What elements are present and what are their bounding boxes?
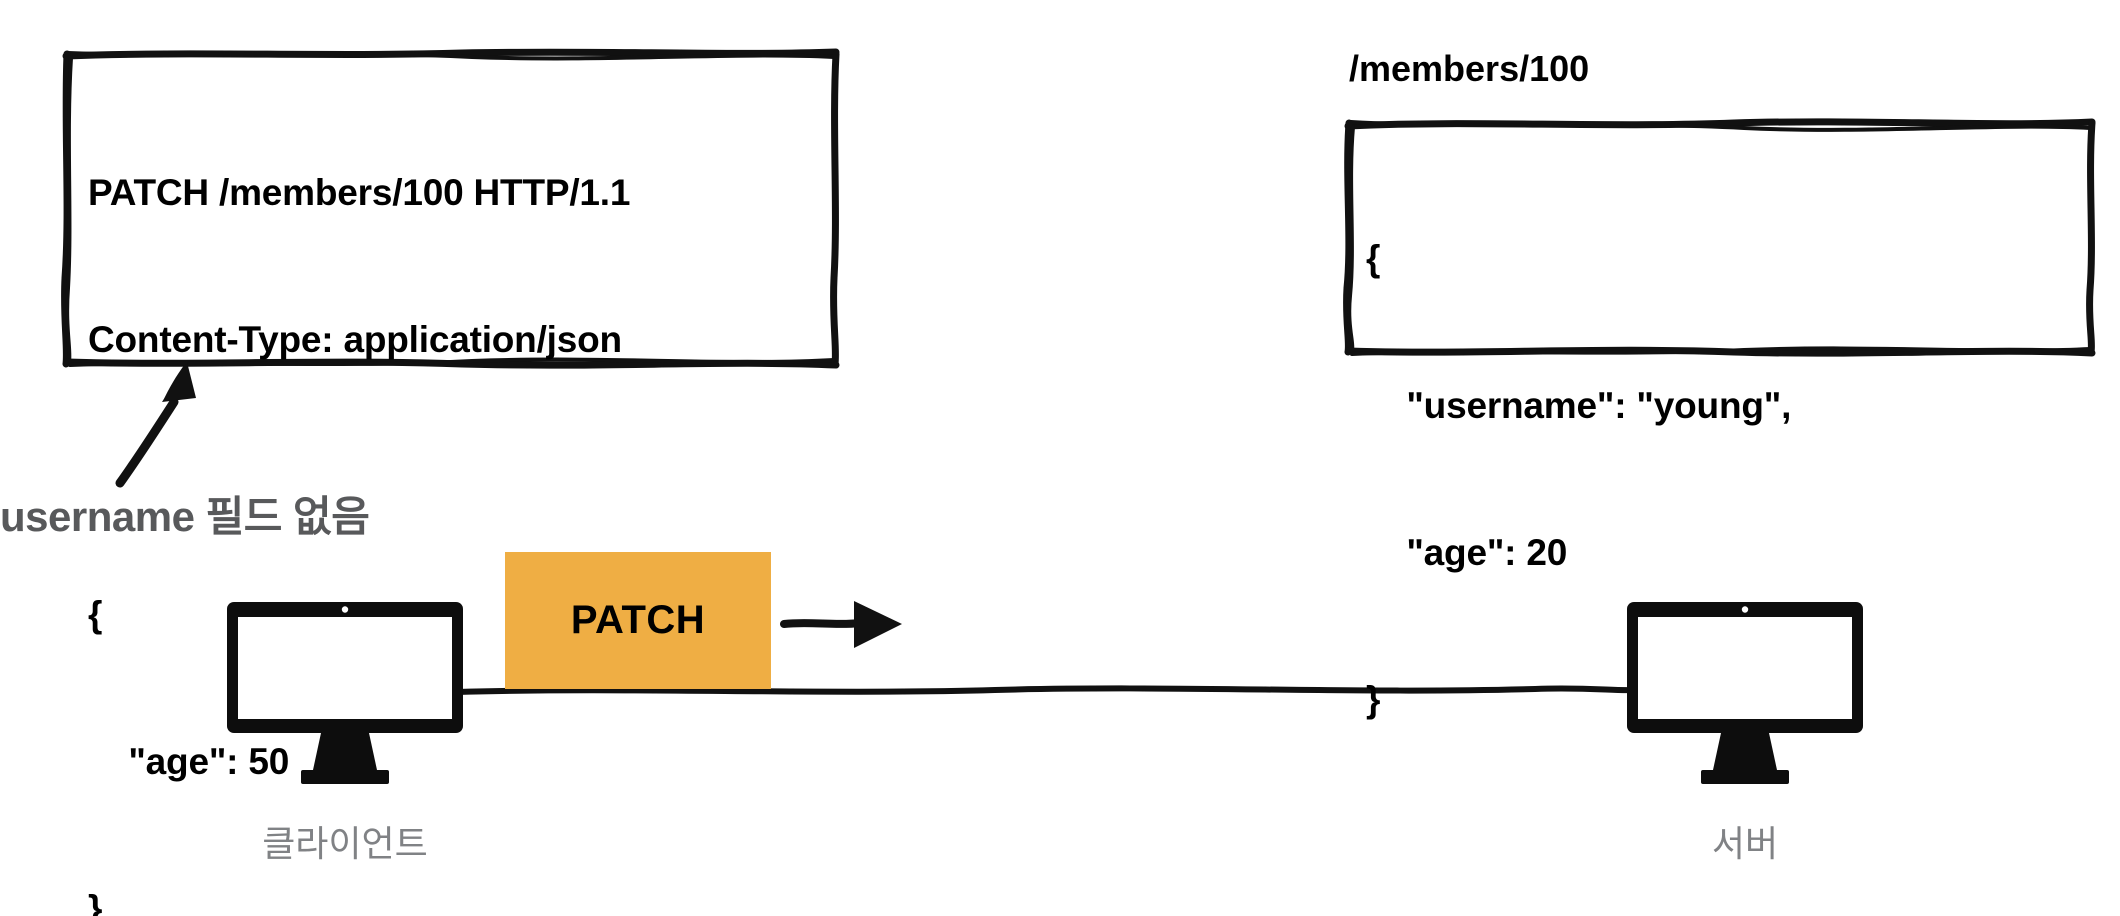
http-request-box: PATCH /members/100 HTTP/1.1 Content-Type…	[61, 48, 840, 916]
resource-line-2: "age": 20	[1366, 532, 1568, 573]
network-link-line	[454, 670, 1636, 710]
arrow-right-icon	[780, 588, 920, 660]
request-line-3: {	[88, 594, 103, 635]
client-label: 클라이언트	[262, 823, 428, 864]
resource-box-border	[1343, 118, 2096, 357]
server-resource-box: { "username": "young", "age": 20 }	[1343, 118, 2096, 720]
resource-code: { "username": "young", "age": 20 }	[1366, 136, 2096, 822]
resource-line-1: "username": "young",	[1366, 385, 1792, 426]
resource-line-3: }	[1366, 679, 1381, 720]
callout-arrow-icon	[90, 340, 270, 490]
request-box-border	[61, 48, 840, 369]
server-label: 서버	[1711, 823, 1779, 864]
resource-line-0: {	[1366, 238, 1381, 279]
monitor-icon	[227, 602, 463, 784]
network-link-svg	[454, 685, 1636, 695]
client-monitor-icon	[225, 600, 465, 790]
server-monitor-icon	[1625, 600, 1865, 790]
request-line-4: "age": 50	[88, 741, 290, 782]
request-line-0: PATCH /members/100 HTTP/1.1	[88, 172, 631, 213]
resource-path-label: /members/100	[1349, 48, 1590, 89]
arrow-right-svg	[780, 601, 902, 648]
resource-box-content: { "username": "young", "age": 20 }	[1344, 118, 2096, 822]
patch-method-label: PATCH	[570, 598, 706, 642]
annotation-note: username 필드 없음	[0, 493, 370, 540]
request-line-5: }	[88, 888, 103, 916]
callout-arrow-svg	[115, 362, 196, 488]
monitor-icon	[1627, 602, 1863, 784]
request-line-2	[88, 462, 840, 492]
request-code: PATCH /members/100 HTTP/1.1 Content-Type…	[88, 70, 840, 916]
patch-method-badge: PATCH	[505, 552, 771, 689]
request-line-1: Content-Type: application/json	[88, 319, 622, 360]
request-box-content: PATCH /members/100 HTTP/1.1 Content-Type…	[62, 48, 840, 916]
